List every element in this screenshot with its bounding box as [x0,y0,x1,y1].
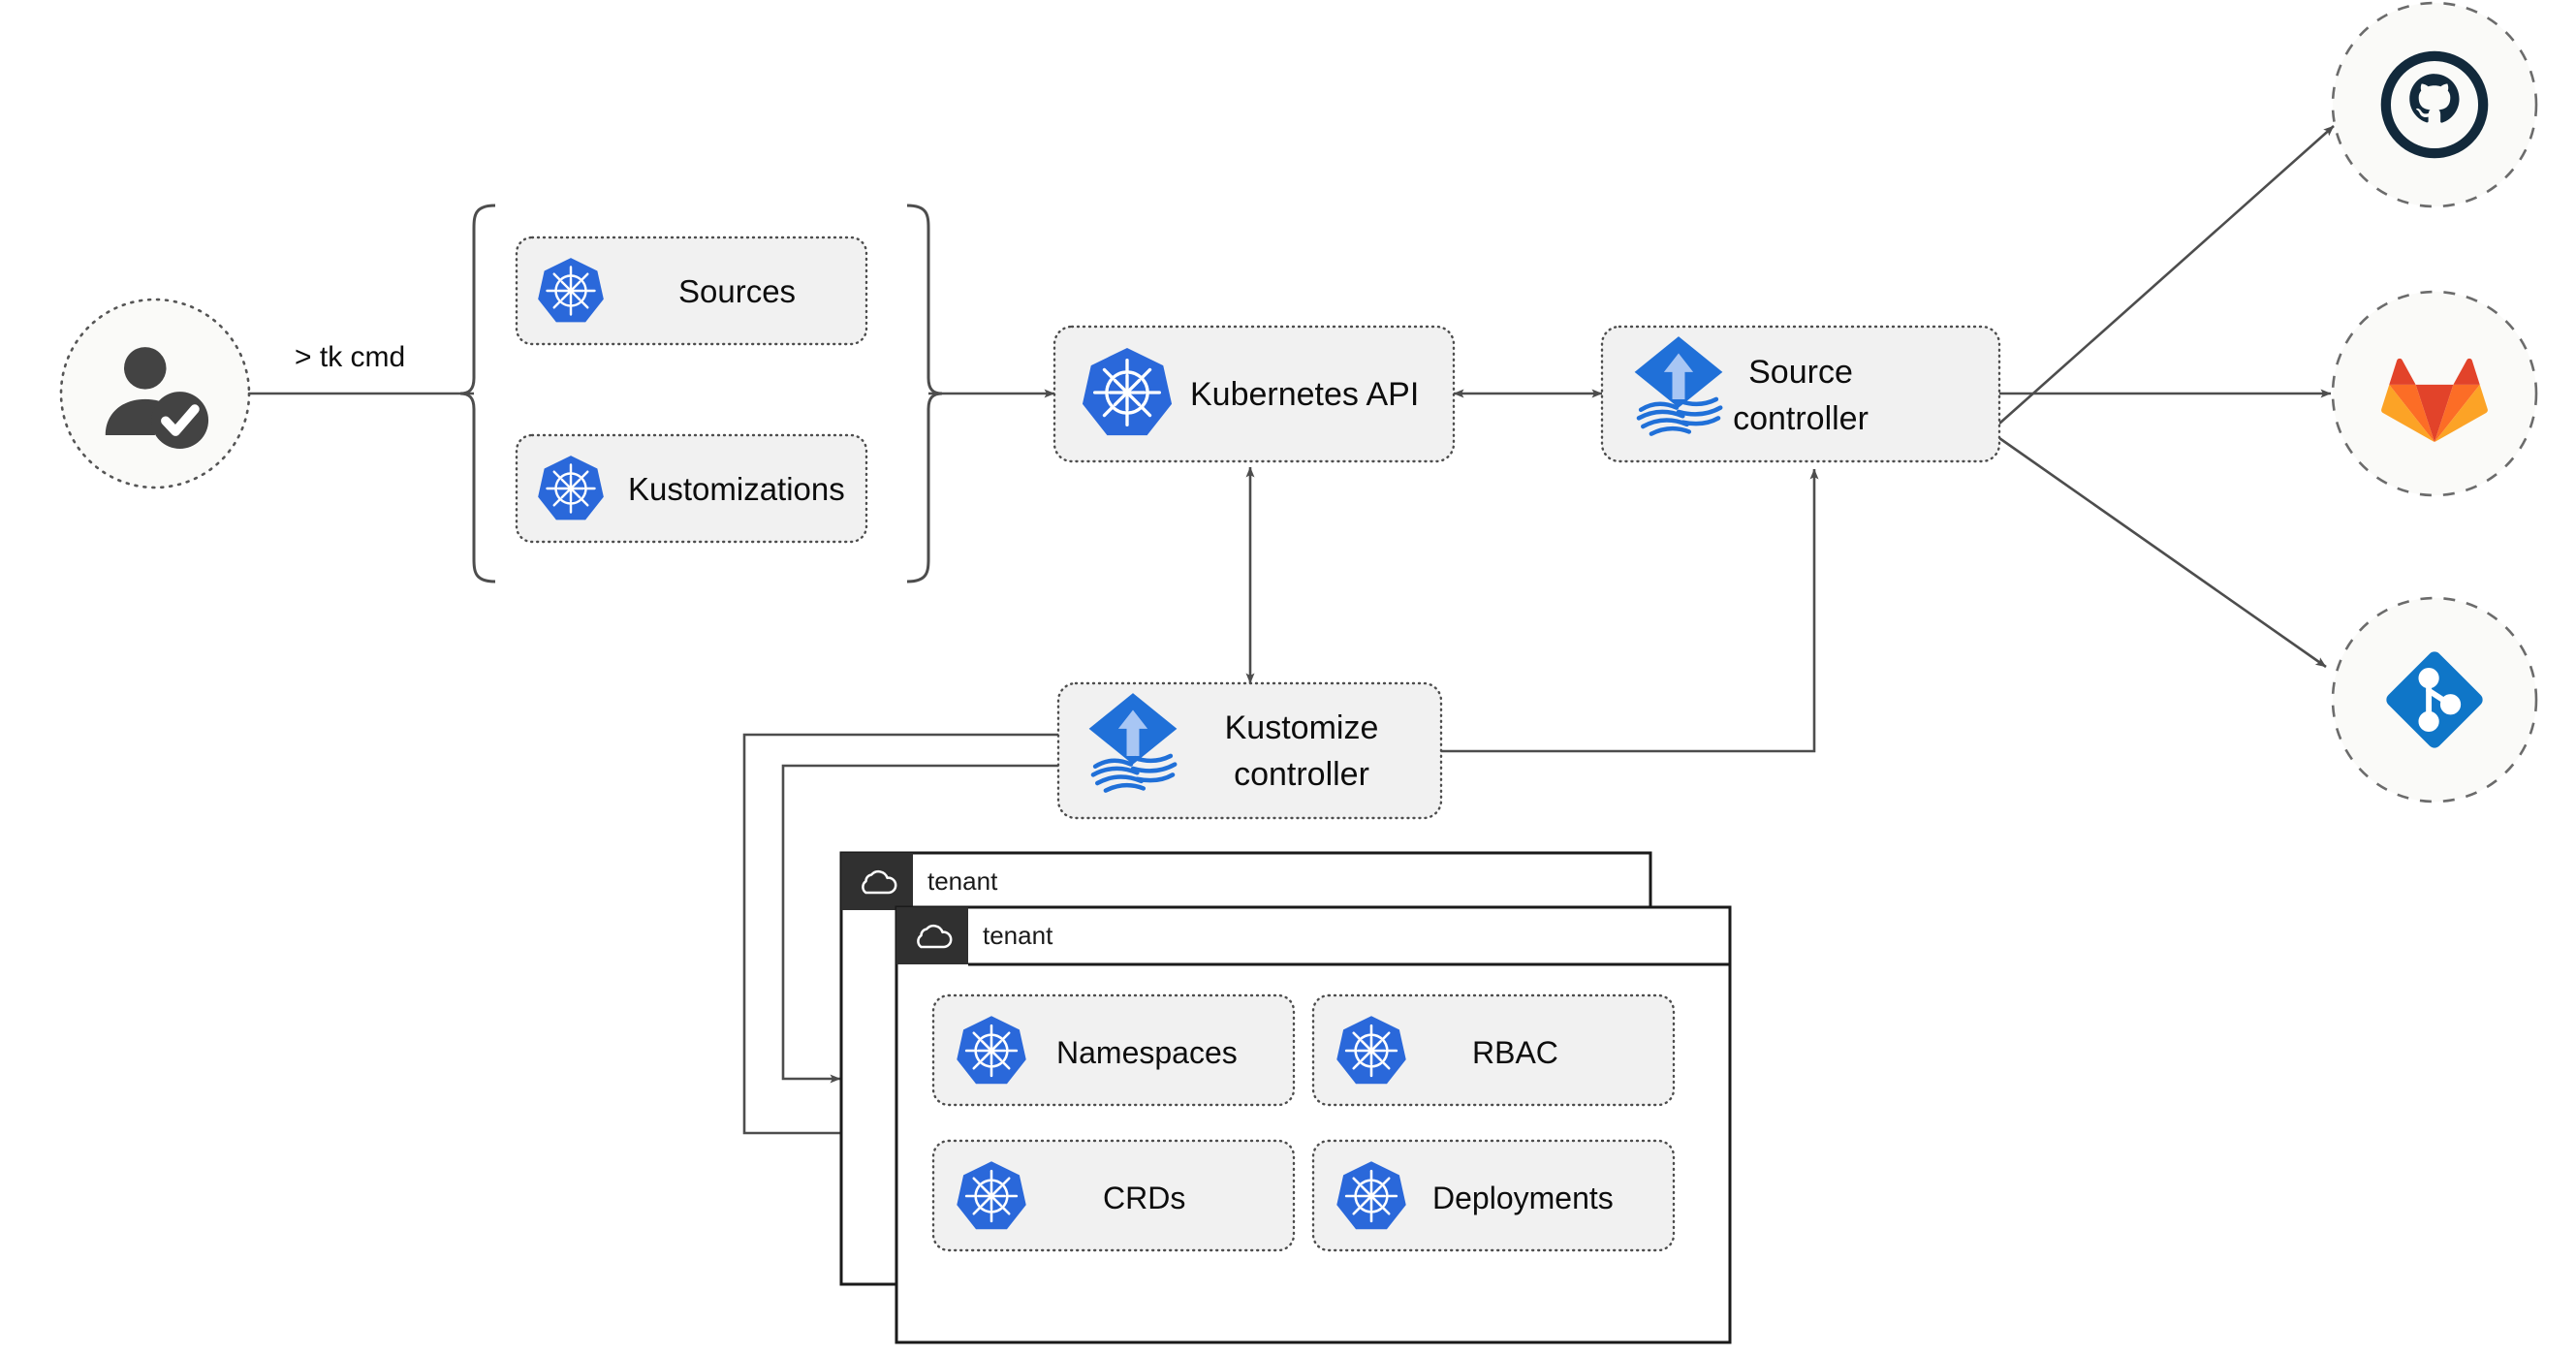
resource-label-sources: Sources [678,273,796,309]
connector-kustomize-to-tenant-2 [781,764,1058,1084]
tenant-window-front-frame [895,905,1732,1344]
tenant-resource-deployments-rect [1311,1139,1676,1252]
node-kustomize-controller-rect [1056,681,1443,820]
provider-gitlab[interactable] [2331,290,2538,497]
node-source-controller[interactable]: Source controller [1600,325,2001,463]
actor-user[interactable] [59,298,251,489]
node-kustomize-controller[interactable]: Kustomize controller [1056,681,1443,820]
node-label-source-controller-line1: Source [1748,354,1853,391]
tenant-resource-rbac[interactable]: RBAC [1311,993,1676,1107]
resource-label-kustomizations: Kustomizations [628,471,845,507]
actor-circle [59,298,251,489]
resource-box-sources-rect [515,236,868,346]
tenant-resource-crds[interactable]: CRDs [931,1139,1296,1252]
tenant-resource-rbac-rect [1311,993,1676,1107]
tenant-title-front: tenant [983,921,1053,950]
connector-source-to-github [1998,125,2335,425]
connector-layer [244,125,2335,1138]
connector-kustomize-to-tenant-1 [742,733,1058,1138]
tenant-title-back: tenant [927,867,998,896]
tenant-resource-label-deployments: Deployments [1432,1181,1614,1215]
resource-box-kustomizations-rect [515,433,868,544]
tenant-resource-crds-rect [931,1139,1296,1252]
brace-right [906,204,943,583]
connector-source-to-git [1998,436,2327,669]
resource-box-kustomizations[interactable]: Kustomizations [515,433,868,544]
tenant-resource-label-crds: CRDs [1103,1181,1185,1215]
provider-github[interactable] [2331,1,2538,208]
tenant-resource-label-namespaces: Namespaces [1056,1035,1238,1070]
node-label-kubernetes-api: Kubernetes API [1190,376,1419,413]
resource-box-sources[interactable]: Sources [515,236,868,346]
node-kubernetes-api[interactable]: Kubernetes API [1052,325,1456,463]
tenant-resource-namespaces[interactable]: Namespaces [931,993,1296,1107]
tenant-resource-deployments[interactable]: Deployments [1311,1139,1676,1252]
command-label: > tk cmd [295,341,405,373]
tenant-resource-label-rbac: RBAC [1472,1035,1558,1070]
tenant-window-front-header [896,907,968,964]
node-label-kustomize-controller-line2: controller [1234,756,1369,793]
node-kubernetes-api-rect [1052,325,1456,463]
brace-left [459,204,496,583]
tenant-resource-namespaces-rect [931,993,1296,1107]
provider-git[interactable] [2331,596,2538,804]
node-label-source-controller-line2: controller [1733,400,1869,437]
connector-kustomize-to-source [1441,468,1819,753]
node-label-kustomize-controller-line1: Kustomize [1225,709,1379,746]
tenant-window-front[interactable]: tenant Namespaces RBAC CRDs Deployments [895,905,1732,1344]
provider-github-circle [2331,1,2538,208]
tenant-window-back-header [841,853,913,910]
node-source-controller-rect [1600,325,2001,463]
